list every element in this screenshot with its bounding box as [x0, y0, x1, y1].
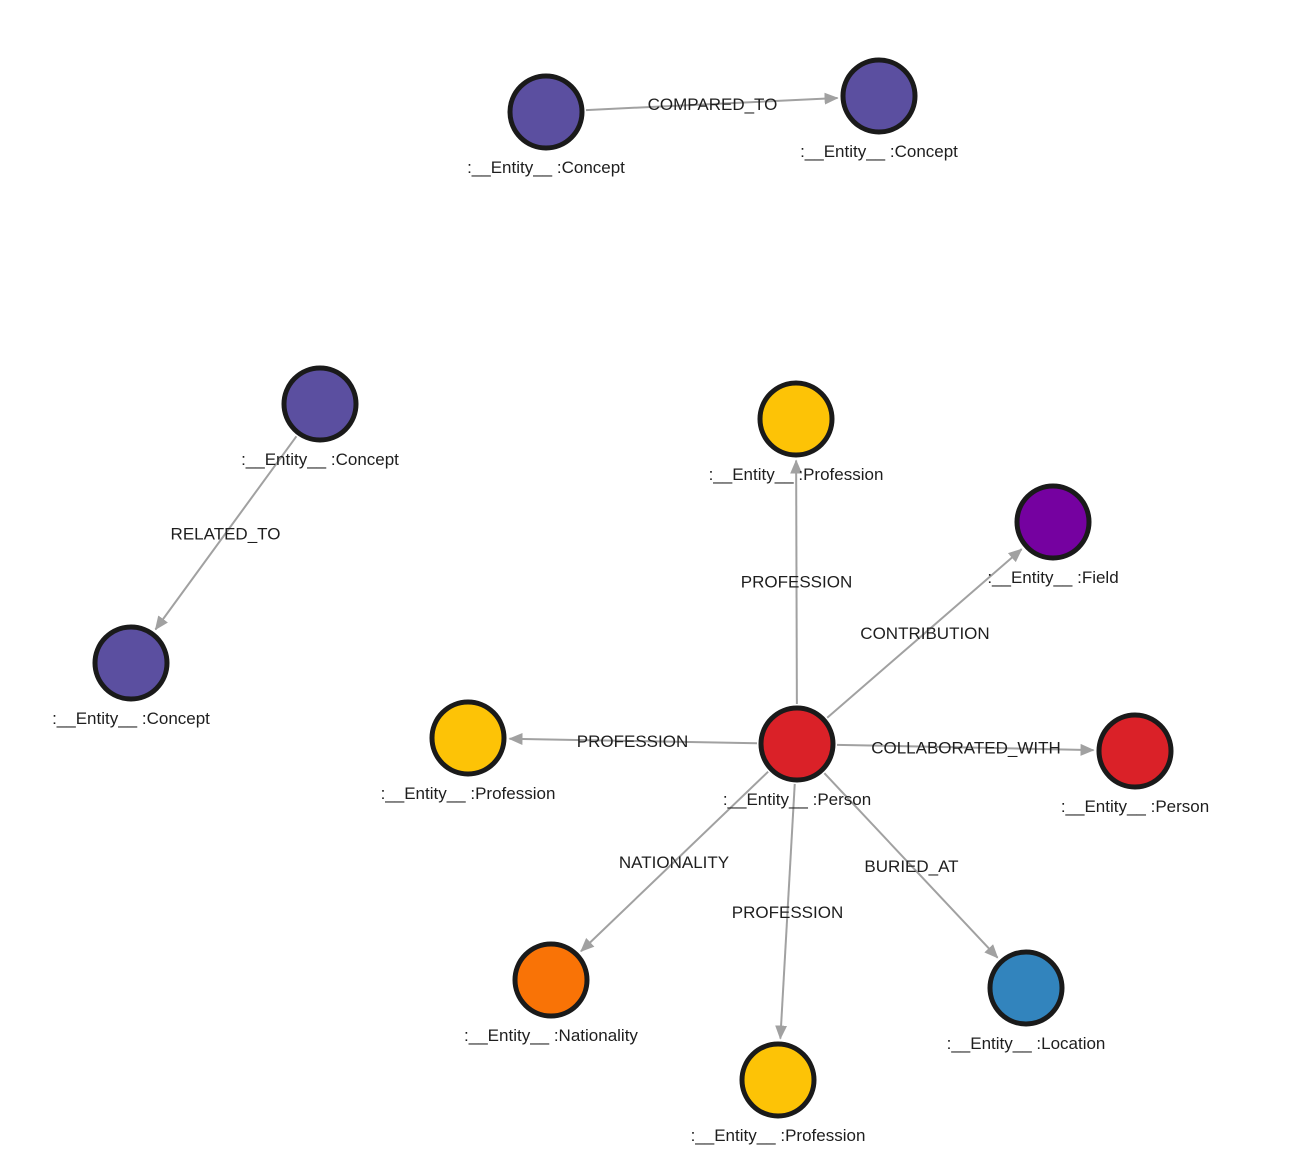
node-circle-concept[interactable]: [507, 73, 585, 151]
node-person-center[interactable]: :__Entity__ :Person: [723, 705, 871, 809]
node-field-right[interactable]: :__Entity__ :Field: [987, 483, 1119, 587]
node-label: :__Entity__ :Nationality: [464, 1026, 638, 1045]
edge-collaborated_with[interactable]: [836, 743, 1095, 756]
node-circle-concept[interactable]: [840, 57, 918, 135]
edge-buried_at[interactable]: [823, 772, 999, 959]
node-location-bottom[interactable]: :__Entity__ :Location: [947, 949, 1106, 1053]
node-label: :__Entity__ :Profession: [691, 1126, 866, 1145]
edge-related_to[interactable]: [154, 435, 298, 631]
node-label: :__Entity__ :Field: [987, 568, 1118, 587]
node-label: :__Entity__ :Concept: [800, 142, 958, 161]
node-label: :__Entity__ :Profession: [709, 465, 884, 484]
node-concept-lower-left[interactable]: :__Entity__ :Concept: [52, 624, 210, 728]
node-label: :__Entity__ :Concept: [241, 450, 399, 469]
edge-label[interactable]: CONTRIBUTION: [860, 624, 989, 643]
edge-profession[interactable]: [775, 783, 796, 1040]
edge-label[interactable]: COLLABORATED_WITH: [871, 739, 1061, 758]
node-circle-concept[interactable]: [92, 624, 170, 702]
node-concept-mid-left[interactable]: :__Entity__ :Concept: [241, 365, 399, 469]
node-profession-bottom[interactable]: :__Entity__ :Profession: [691, 1041, 866, 1145]
edge-profession[interactable]: [790, 459, 803, 705]
node-label: :__Entity__ :Person: [1061, 797, 1209, 816]
edge-label[interactable]: NATIONALITY: [619, 853, 729, 872]
node-circle-field[interactable]: [1014, 483, 1092, 561]
node-person-right[interactable]: :__Entity__ :Person: [1061, 712, 1209, 816]
node-circle-concept[interactable]: [281, 365, 359, 443]
node-circle-profession[interactable]: [429, 699, 507, 777]
node-label: :__Entity__ :Person: [723, 790, 871, 809]
node-label: :__Entity__ :Concept: [52, 709, 210, 728]
edge-nationality[interactable]: [580, 770, 769, 952]
node-circle-nationality[interactable]: [512, 941, 590, 1019]
node-profession-top[interactable]: :__Entity__ :Profession: [709, 380, 884, 484]
edge-label[interactable]: COMPARED_TO: [648, 95, 778, 114]
node-circle-profession[interactable]: [757, 380, 835, 458]
node-label: :__Entity__ :Profession: [381, 784, 556, 803]
node-concept-top-right[interactable]: :__Entity__ :Concept: [800, 57, 958, 161]
node-label: :__Entity__ :Location: [947, 1034, 1106, 1053]
node-label: :__Entity__ :Concept: [467, 158, 625, 177]
node-nationality-bottom[interactable]: :__Entity__ :Nationality: [464, 941, 638, 1045]
edge-contribution[interactable]: [826, 548, 1023, 719]
edge-label[interactable]: RELATED_TO: [171, 525, 281, 544]
edge-label[interactable]: PROFESSION: [577, 732, 688, 751]
node-profession-left[interactable]: :__Entity__ :Profession: [381, 699, 556, 803]
edge-label[interactable]: BURIED_AT: [864, 857, 958, 876]
edge-label[interactable]: PROFESSION: [732, 903, 843, 922]
node-concept-top-left[interactable]: :__Entity__ :Concept: [467, 73, 625, 177]
edge-profession[interactable]: [508, 732, 758, 745]
node-circle-person[interactable]: [758, 705, 836, 783]
edge-compared_to[interactable]: [585, 92, 839, 112]
node-circle-profession[interactable]: [739, 1041, 817, 1119]
node-circle-location[interactable]: [987, 949, 1065, 1027]
node-circle-person[interactable]: [1096, 712, 1174, 790]
edge-label[interactable]: PROFESSION: [741, 573, 852, 592]
